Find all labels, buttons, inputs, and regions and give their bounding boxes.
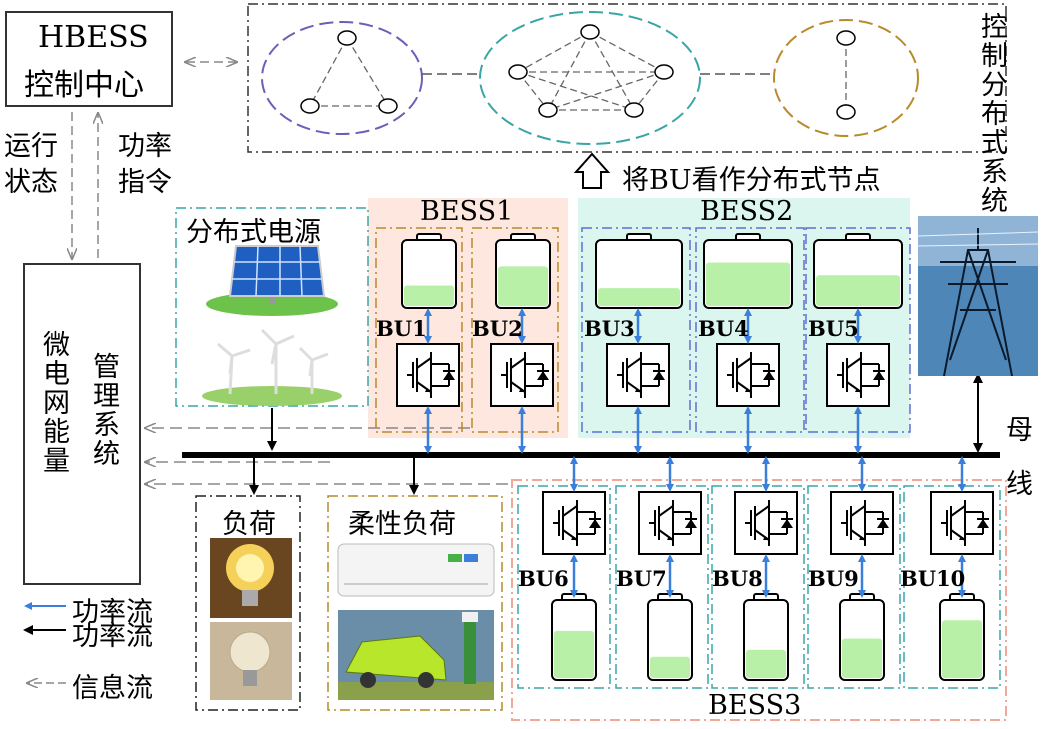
bu8-label: BU8 xyxy=(712,566,763,591)
node xyxy=(538,102,558,118)
bu9-frame xyxy=(807,485,901,689)
bu5-label: BU5 xyxy=(808,316,859,341)
bu10-label: BU10 xyxy=(900,566,966,591)
bus-label-1: 母 xyxy=(1006,415,1033,446)
bu8-battery-icon-fill xyxy=(746,649,786,678)
cluster-ellipse-2 xyxy=(479,11,701,145)
bess3-title: BESS3 xyxy=(708,690,802,721)
air-conditioner-icon xyxy=(337,543,495,597)
bu4-label: BU4 xyxy=(698,316,749,341)
bu2-battery-icon-fill xyxy=(498,266,548,306)
bess3-border xyxy=(511,479,1007,721)
ems-title-col2: 管理系统 xyxy=(88,352,119,468)
bu10-converter-icon xyxy=(930,491,994,555)
bu6-battery-icon-fill xyxy=(554,630,594,678)
up-arrow-icon xyxy=(573,152,611,189)
hbess-title: HBESS xyxy=(38,20,149,55)
bu2-converter-icon xyxy=(490,343,554,407)
legend-info-flow: 信息流 xyxy=(72,673,153,704)
node xyxy=(836,30,856,46)
node xyxy=(508,64,528,80)
node xyxy=(378,98,398,114)
bu5-battery-icon-fill xyxy=(816,275,900,306)
bu7-frame xyxy=(615,485,709,689)
flex-load-title: 柔性负荷 xyxy=(348,509,456,540)
bu9-label: BU9 xyxy=(808,566,859,591)
bu10-frame xyxy=(903,485,1001,689)
bu1-label: BU1 xyxy=(376,316,427,341)
run-state-label-2: 状态 xyxy=(4,167,58,198)
legend-power-flow-blue: 功率流 xyxy=(72,597,153,628)
run-state-label-1: 运行 xyxy=(4,131,58,162)
bu4-battery-icon-fill xyxy=(706,262,790,306)
electric-car-icon xyxy=(338,610,494,700)
power-cmd-label-2: 指令 xyxy=(118,167,172,198)
bu3-battery-icon-fill xyxy=(598,288,680,306)
bu3-converter-icon xyxy=(606,343,670,407)
bu-as-node-label: 将BU看作分布式节点 xyxy=(622,165,881,196)
cluster-ellipse-3 xyxy=(773,19,919,137)
hbess-subtitle: 控制中心 xyxy=(24,68,144,103)
bu1-battery-icon-fill xyxy=(404,285,454,306)
bu4-converter-icon xyxy=(716,343,780,407)
bu8-converter-icon xyxy=(734,491,798,555)
bu7-label: BU7 xyxy=(616,566,667,591)
bu10-battery-icon-fill xyxy=(942,620,982,678)
node xyxy=(337,30,357,46)
bus-label-2: 线 xyxy=(1006,469,1033,500)
flex-load-box xyxy=(327,495,503,711)
bu7-battery-icon-fill xyxy=(650,656,690,678)
load-box xyxy=(195,495,301,711)
ems-title-col1: 微电网能量 xyxy=(38,330,69,475)
bu1-frame xyxy=(375,227,463,433)
solar-panel-icon xyxy=(206,245,338,316)
node xyxy=(654,64,674,80)
bu8-frame xyxy=(711,485,805,689)
power-cmd-label-1: 功率 xyxy=(118,131,172,162)
wind-turbine-icon xyxy=(202,328,342,406)
node xyxy=(836,104,856,120)
ems-box xyxy=(23,263,141,585)
hbess-box xyxy=(5,11,173,107)
bu2-frame xyxy=(471,227,559,433)
cluster-ellipse-1 xyxy=(261,21,423,135)
light-bulb-icon xyxy=(210,538,292,700)
bu1-converter-icon xyxy=(396,343,460,407)
bu6-frame xyxy=(517,485,611,689)
bu9-converter-icon xyxy=(830,491,894,555)
bu3-label: BU3 xyxy=(584,316,635,341)
bess1-title: BESS1 xyxy=(420,196,514,227)
load-title: 负荷 xyxy=(222,509,276,540)
bu7-converter-icon xyxy=(638,491,702,555)
bu2-label: BU2 xyxy=(472,316,523,341)
transmission-tower-icon xyxy=(917,216,1039,377)
node xyxy=(300,98,320,114)
dist-source-title: 分布式电源 xyxy=(186,217,321,248)
bess2-title: BESS2 xyxy=(700,196,794,227)
node xyxy=(624,102,644,118)
bu6-converter-icon xyxy=(542,491,606,555)
legend-power-flow-black: 功率流 xyxy=(72,621,153,652)
bu5-converter-icon xyxy=(826,343,890,407)
bu6-label: BU6 xyxy=(518,566,569,591)
distributed-control-title: 控制分布式系统 xyxy=(976,12,1007,215)
distributed-control-box xyxy=(247,3,1007,153)
node xyxy=(580,24,600,40)
bu9-battery-icon-fill xyxy=(842,638,882,678)
